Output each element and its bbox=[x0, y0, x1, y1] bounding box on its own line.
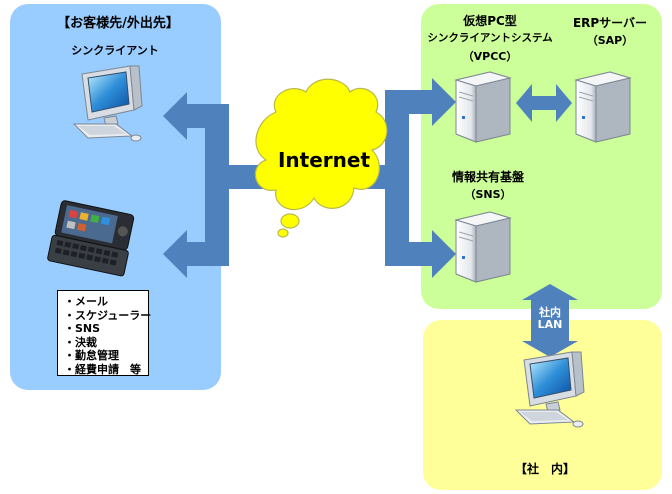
vpcc-label-line1: 仮想PC型 bbox=[463, 14, 517, 28]
lan-double-arrow bbox=[522, 284, 578, 357]
customer-site-title: 【お客様先/外出先】 bbox=[57, 16, 179, 31]
office-pc-icon bbox=[515, 351, 585, 428]
sns-label-line1: 情報共有基盤 bbox=[451, 170, 524, 184]
task-item: ・SNS bbox=[64, 322, 101, 336]
erp-server-icon bbox=[575, 71, 631, 143]
arrows-to-servers bbox=[358, 78, 456, 278]
sns-server-icon bbox=[455, 211, 511, 283]
internet-cloud-icon bbox=[254, 78, 388, 238]
vpcc-label-line2: シンクライアントシステム bbox=[427, 32, 553, 44]
arrows-to-customer bbox=[163, 92, 273, 278]
erp-label-line2: （SAP） bbox=[586, 34, 634, 47]
thin-client-label: シンクライアント bbox=[71, 44, 159, 57]
task-item: ・スケジューラー bbox=[64, 308, 152, 322]
erp-label-line1: ERPサーバー bbox=[572, 16, 648, 30]
task-item: ・勤怠管理 bbox=[64, 349, 119, 363]
task-item: ・メール bbox=[64, 295, 108, 308]
thin-client-pc-icon bbox=[73, 65, 143, 142]
sns-label-line2: （SNS） bbox=[464, 188, 512, 201]
vpcc-erp-double-arrow bbox=[516, 84, 572, 122]
internet-label: Internet bbox=[277, 148, 371, 172]
task-list-box: ・メール ・スケジューラー ・SNS ・決裁 ・勤怠管理 ・経費申請 等 bbox=[57, 290, 152, 376]
lan-label-line2: LAN bbox=[537, 318, 563, 331]
task-item: ・経費申請 等 bbox=[64, 362, 141, 376]
task-item: ・決裁 bbox=[64, 335, 97, 349]
lan-label-line1: 社内 bbox=[539, 306, 561, 319]
in-office-title: 【社 内】 bbox=[514, 462, 575, 476]
vpcc-server-icon bbox=[455, 71, 511, 143]
smartphone-icon bbox=[47, 200, 135, 277]
vpcc-label-line3: （VPCC） bbox=[462, 50, 518, 63]
